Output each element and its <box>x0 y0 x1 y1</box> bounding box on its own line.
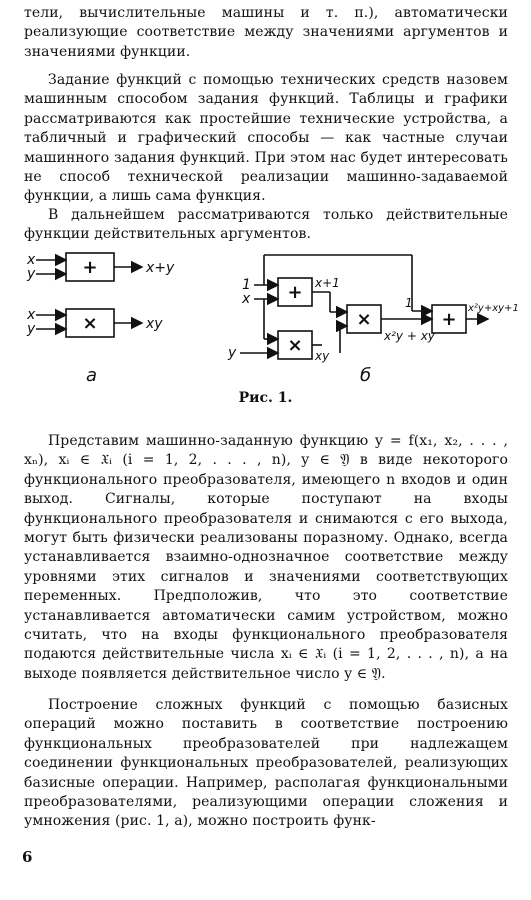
label-a-add-y: y <box>26 266 36 282</box>
paragraph-3: В дальнейшем рассматриваются только дейс… <box>24 207 508 243</box>
paragraph-5: Построение сложных функций с помощью баз… <box>24 697 508 830</box>
panel-b-label: б <box>360 365 371 386</box>
symbol-b-times1: × <box>287 335 302 356</box>
symbol-b-plus1: + <box>287 282 302 303</box>
label-b-fb: 1 <box>405 296 413 310</box>
label-b-out: x²y+xy+1 <box>467 303 519 314</box>
symbol-a-times: × <box>82 313 97 334</box>
label-b-xy: xy <box>314 349 330 363</box>
symbol-b-plus2: + <box>441 309 456 330</box>
label-a-mul-y: y <box>26 321 36 337</box>
symbol-b-times2: × <box>356 309 371 330</box>
paragraph-2: Задание функций с помощью технических ср… <box>24 72 508 205</box>
figure-1: x y x+y x y xy а 1 x y x+1 xy x²y + xy 1… <box>26 252 519 386</box>
label-b-xplus1: x+1 <box>314 276 340 290</box>
label-b-in-y: y <box>227 345 237 361</box>
label-a-mul-out: xy <box>145 316 163 332</box>
label-a-add-out: x+y <box>145 260 175 276</box>
label-a-add-x: x <box>26 252 36 268</box>
label-b-in-x: x <box>241 291 251 307</box>
paragraph-1: тели, вычислительные машины и т. п.), ав… <box>24 5 508 60</box>
symbol-a-plus: + <box>82 257 97 278</box>
page-number: 6 <box>22 848 33 866</box>
figure-caption: Рис. 1. <box>238 390 293 406</box>
label-b-in-one: 1 <box>242 277 251 293</box>
label-b-mid: x²y + xy <box>383 329 436 343</box>
label-a-mul-x: x <box>26 307 36 323</box>
paragraph-4: Представим машинно-заданную функцию y = … <box>24 433 508 682</box>
panel-a-label: а <box>86 365 97 386</box>
